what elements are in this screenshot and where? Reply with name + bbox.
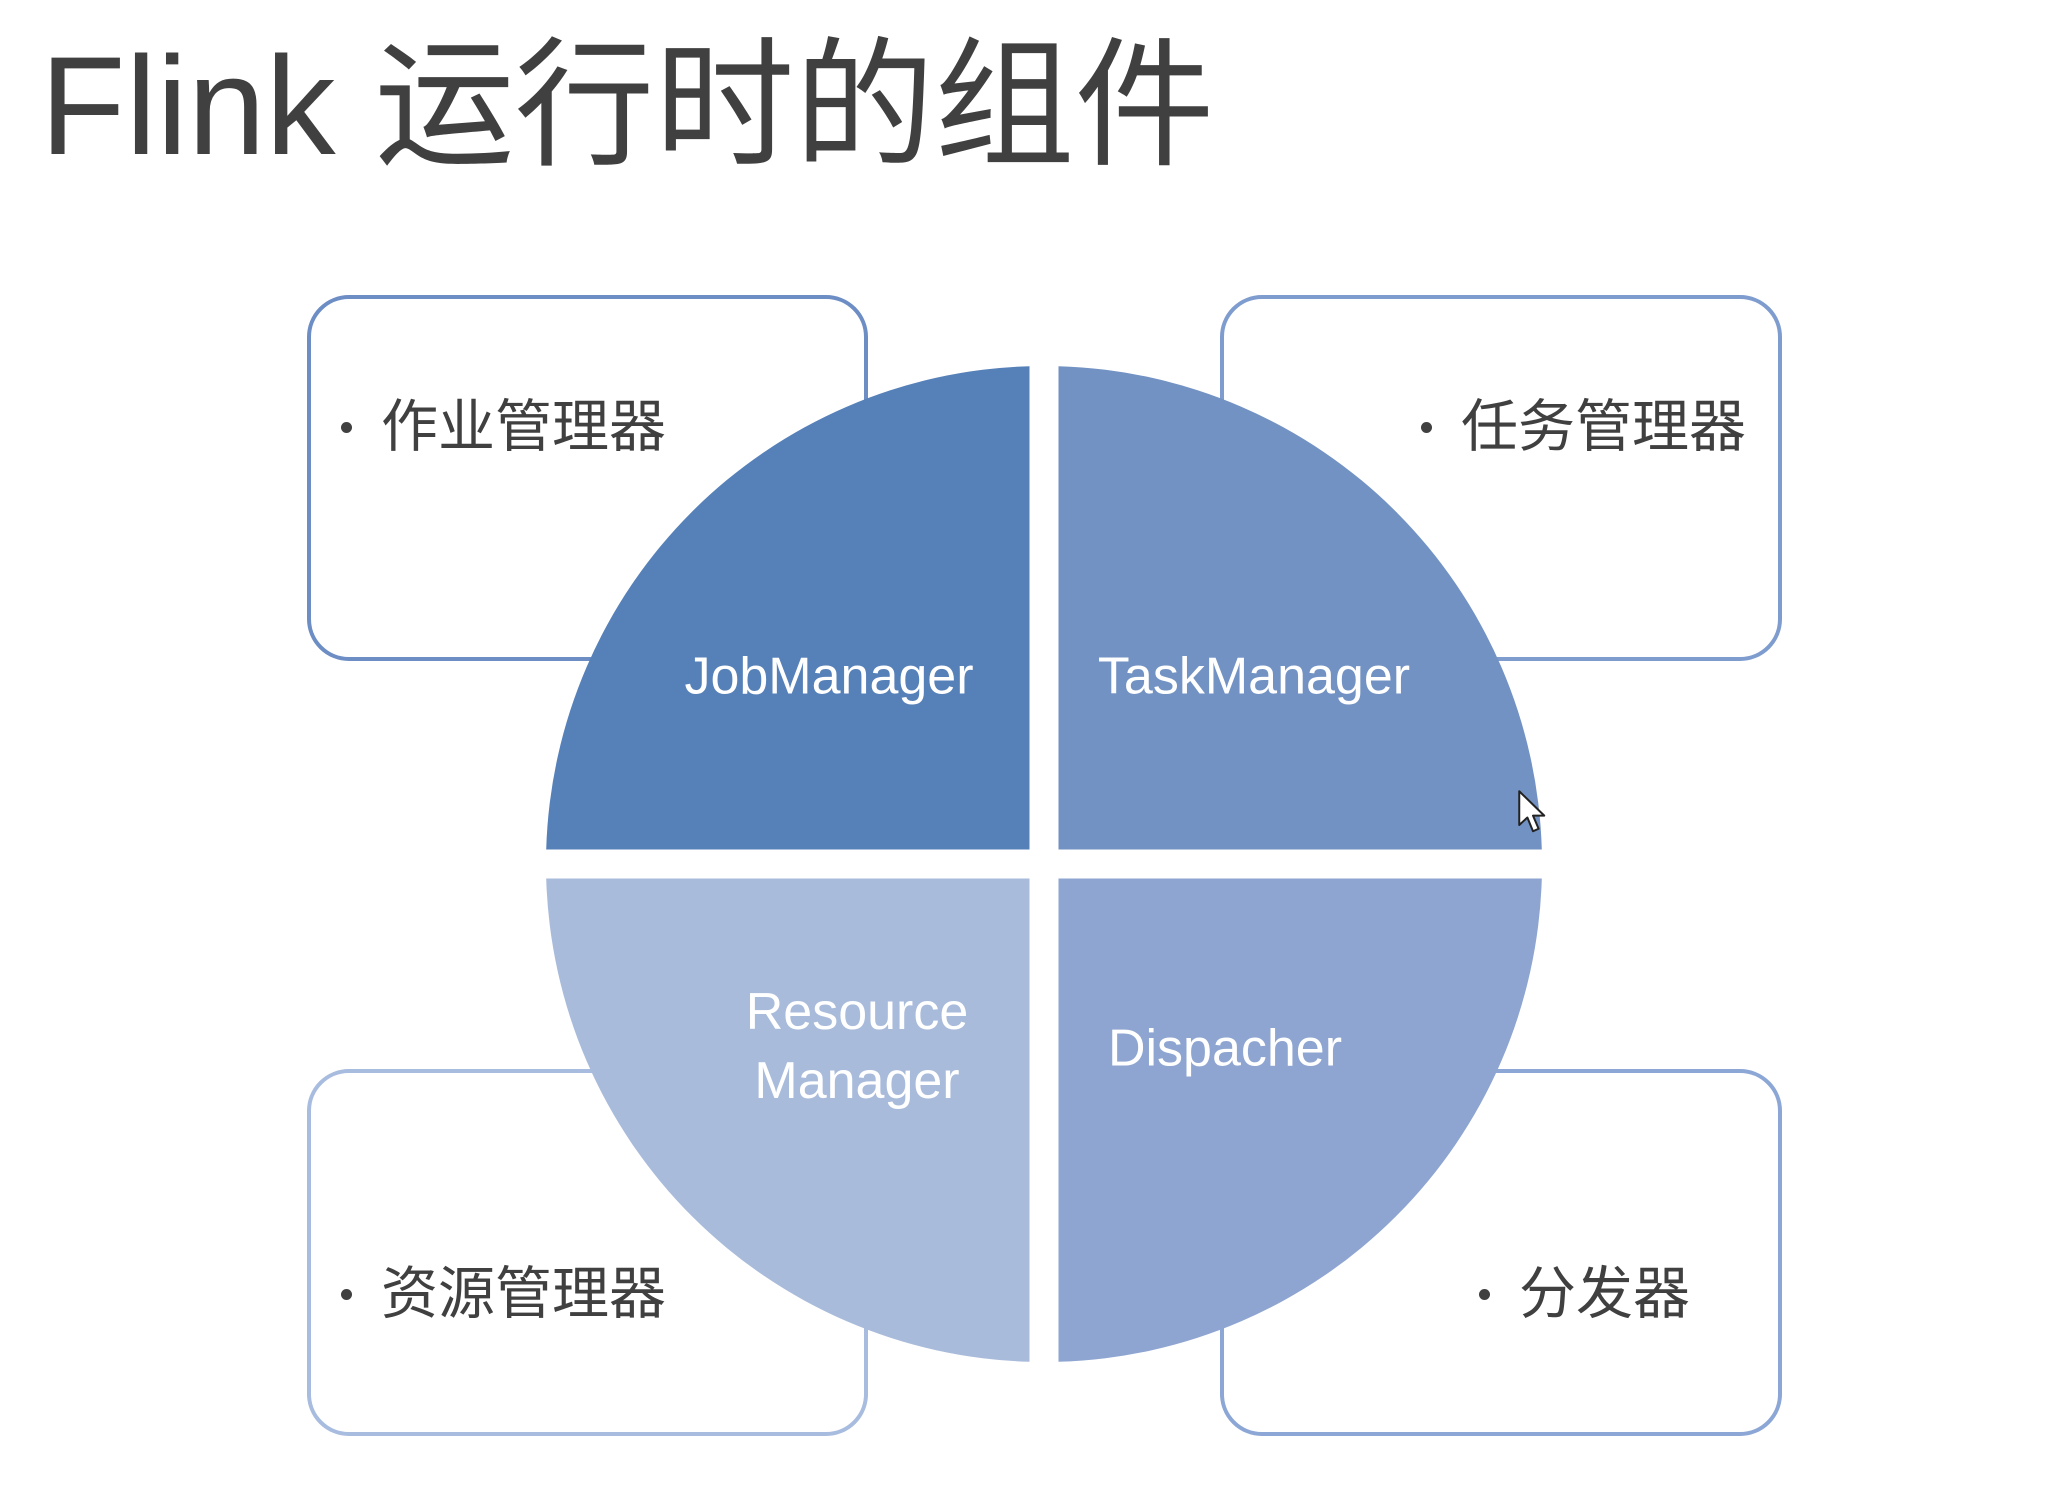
label-task-manager: TaskManager (1098, 643, 1410, 712)
bullet-job-manager: 作业管理器 (341, 392, 666, 462)
slide-title: Flink 运行时的组件 (40, 27, 1215, 184)
bullet-dot-icon (1479, 1288, 1490, 1300)
label-line: TaskManager (1097, 647, 1411, 706)
label-line: Resource (745, 983, 969, 1041)
bullet-text: 作业管理器 (381, 394, 666, 460)
bullet-text: 资源管理器 (381, 1261, 666, 1327)
label-line: Manager (754, 1052, 960, 1110)
bullet-task-manager: 任务管理器 (1421, 392, 1746, 462)
quadrant-dispacher (1058, 878, 1542, 1362)
bullet-dot-icon (341, 421, 352, 433)
bullet-text: 分发器 (1519, 1261, 1690, 1327)
quadrant-job-manager (546, 366, 1030, 850)
label-dispacher: Dispacher (1108, 1015, 1342, 1084)
quadrant-resource-manager (546, 878, 1030, 1362)
mouse-pointer-icon (1518, 790, 1546, 833)
label-job-manager: JobManager (684, 643, 973, 712)
label-resource-manager: Resource Manager (746, 978, 969, 1116)
bullet-text: 任务管理器 (1461, 394, 1746, 460)
bullet-resource-manager: 资源管理器 (341, 1259, 666, 1329)
bullet-dot-icon (1421, 421, 1432, 433)
quadrant-task-manager (1058, 366, 1542, 850)
bullet-dispacher: 分发器 (1479, 1259, 1690, 1329)
bullet-dot-icon (341, 1288, 352, 1300)
label-line: JobManager (684, 647, 974, 706)
label-line: Dispacher (1107, 1019, 1343, 1078)
